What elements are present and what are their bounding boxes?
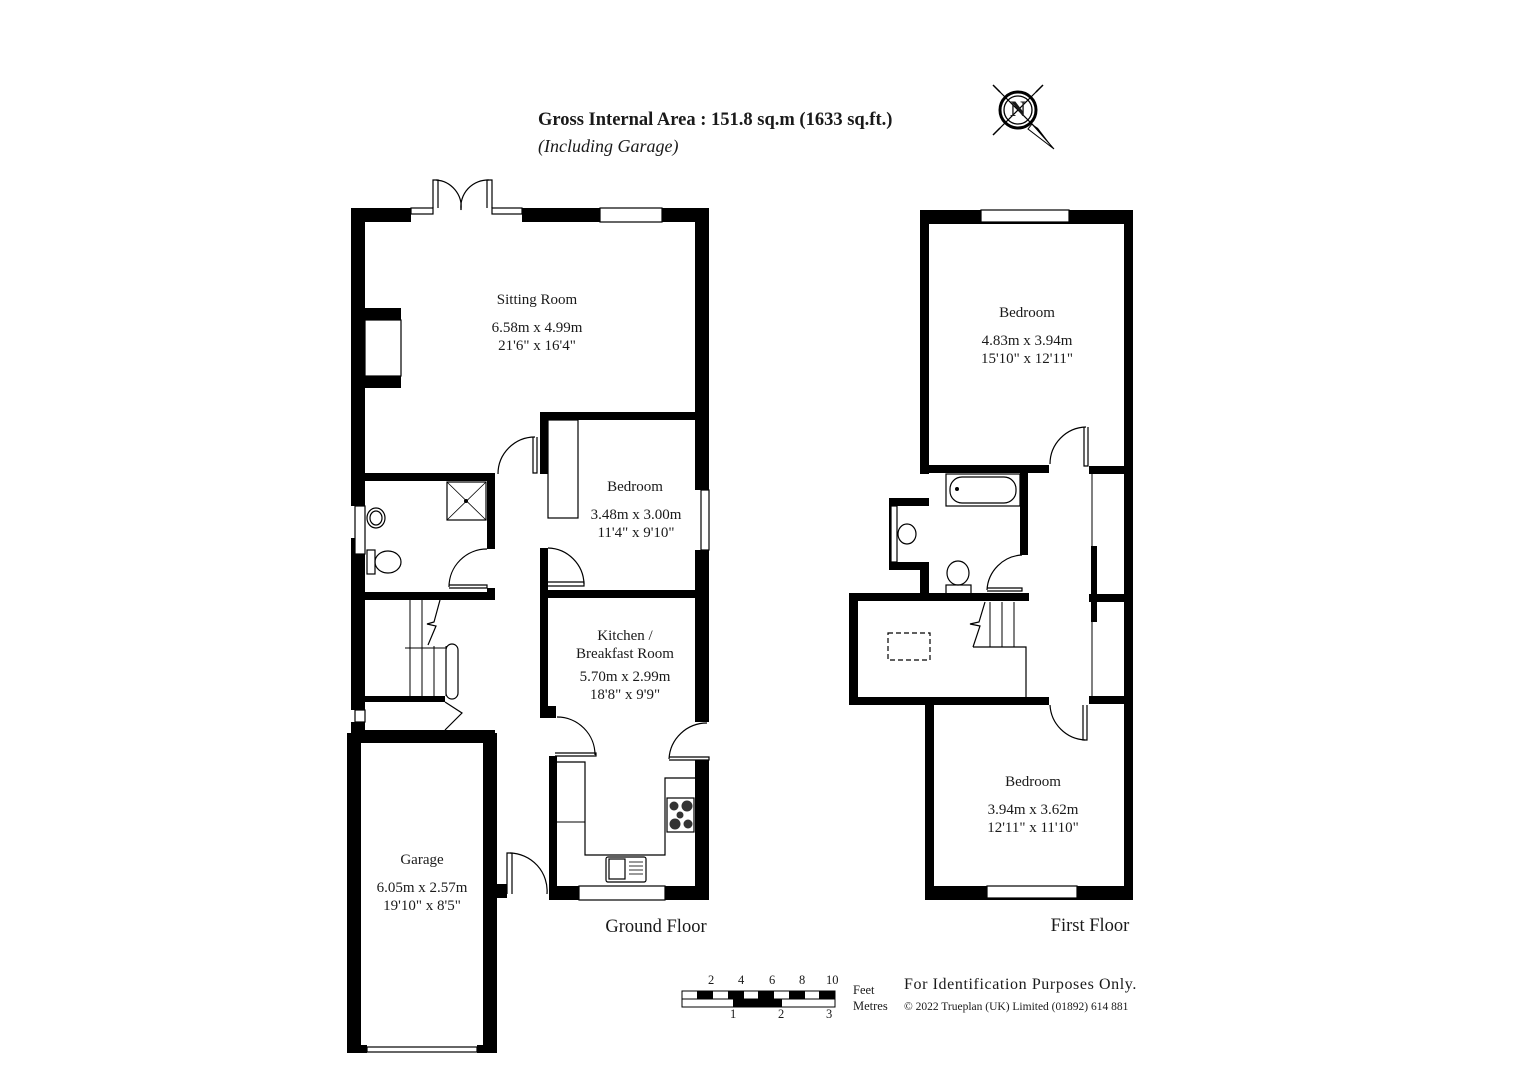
scale-feet-tick: 4 [738,973,745,987]
imperial-dimensions: 15'10" x 12'11" [980,351,1074,367]
room-name: Bedroom [999,305,1055,321]
scale-metre-tick: 3 [826,1007,833,1021]
north-compass-icon [992,84,1055,150]
imperial-dimensions: 21'6" x 16'4" [498,338,576,354]
metric-dimensions: 6.05m x 2.57m [376,880,468,896]
room-dimensions: 4.83m x 3.94m 15'10" x 12'11" [960,332,1094,368]
ground-floor-label: Ground Floor [605,917,707,937]
scale-feet-tick: 6 [769,973,776,987]
imperial-dimensions: 11'4" x 9'10" [597,525,675,541]
first-floor-label: First Floor [1050,916,1130,936]
room-name: Bedroom [1005,774,1061,790]
room-name-line1: Kitchen / [597,628,653,644]
identification-disclaimer: For Identification Purposes Only. [904,976,1137,993]
metric-dimensions: 4.83m x 3.94m [981,333,1073,349]
compass-north-label: N [1010,96,1026,121]
room-sitting-room: Sitting Room [480,292,594,309]
room-dimensions: 3.94m x 3.62m 12'11" x 11'10" [966,801,1100,837]
room-kitchen-breakfast: Kitchen / Breakfast Room [560,627,690,663]
scale-metre-tick: 1 [730,1007,737,1021]
room-name: Garage [400,852,444,868]
first-floor-plan [849,209,1133,900]
scale-feet-label: Feet [853,983,875,997]
scale-feet-tick: 2 [708,973,715,987]
scale-feet-tick: 8 [799,973,806,987]
scale-metre-tick: 2 [778,1007,785,1021]
imperial-dimensions: 12'11" x 11'10" [987,820,1079,836]
metric-dimensions: 6.58m x 4.99m [491,320,583,336]
room-name: Bedroom [607,479,663,495]
metric-dimensions: 5.70m x 2.99m [579,669,671,685]
including-garage-note: (Including Garage) [538,136,679,156]
imperial-dimensions: 19'10" x 8'5" [383,898,461,914]
scale-feet-tick: 10 [826,973,839,987]
metric-dimensions: 3.94m x 3.62m [987,802,1079,818]
scale-bar [681,990,836,1008]
copyright-notice: © 2022 Trueplan (UK) Limited (01892) 614… [904,1001,1129,1013]
scale-metres-label: Metres [853,999,888,1013]
room-dimensions: 6.58m x 4.99m 21'6" x 16'4" [470,319,604,355]
room-name: Sitting Room [496,292,578,308]
room-dimensions: 5.70m x 2.99m 18'8" x 9'9" [560,668,690,704]
room-dimensions: 3.48m x 3.00m 11'4" x 9'10" [575,506,697,542]
room-name-line2: Breakfast Room [576,646,674,662]
ground-floor-plan [347,179,710,1053]
gross-internal-area-title: Gross Internal Area : 151.8 sq.m (1633 s… [538,110,893,130]
room-dimensions: 6.05m x 2.57m 19'10" x 8'5" [362,879,482,915]
metric-dimensions: 3.48m x 3.00m [590,507,682,523]
imperial-dimensions: 18'8" x 9'9" [589,687,661,703]
